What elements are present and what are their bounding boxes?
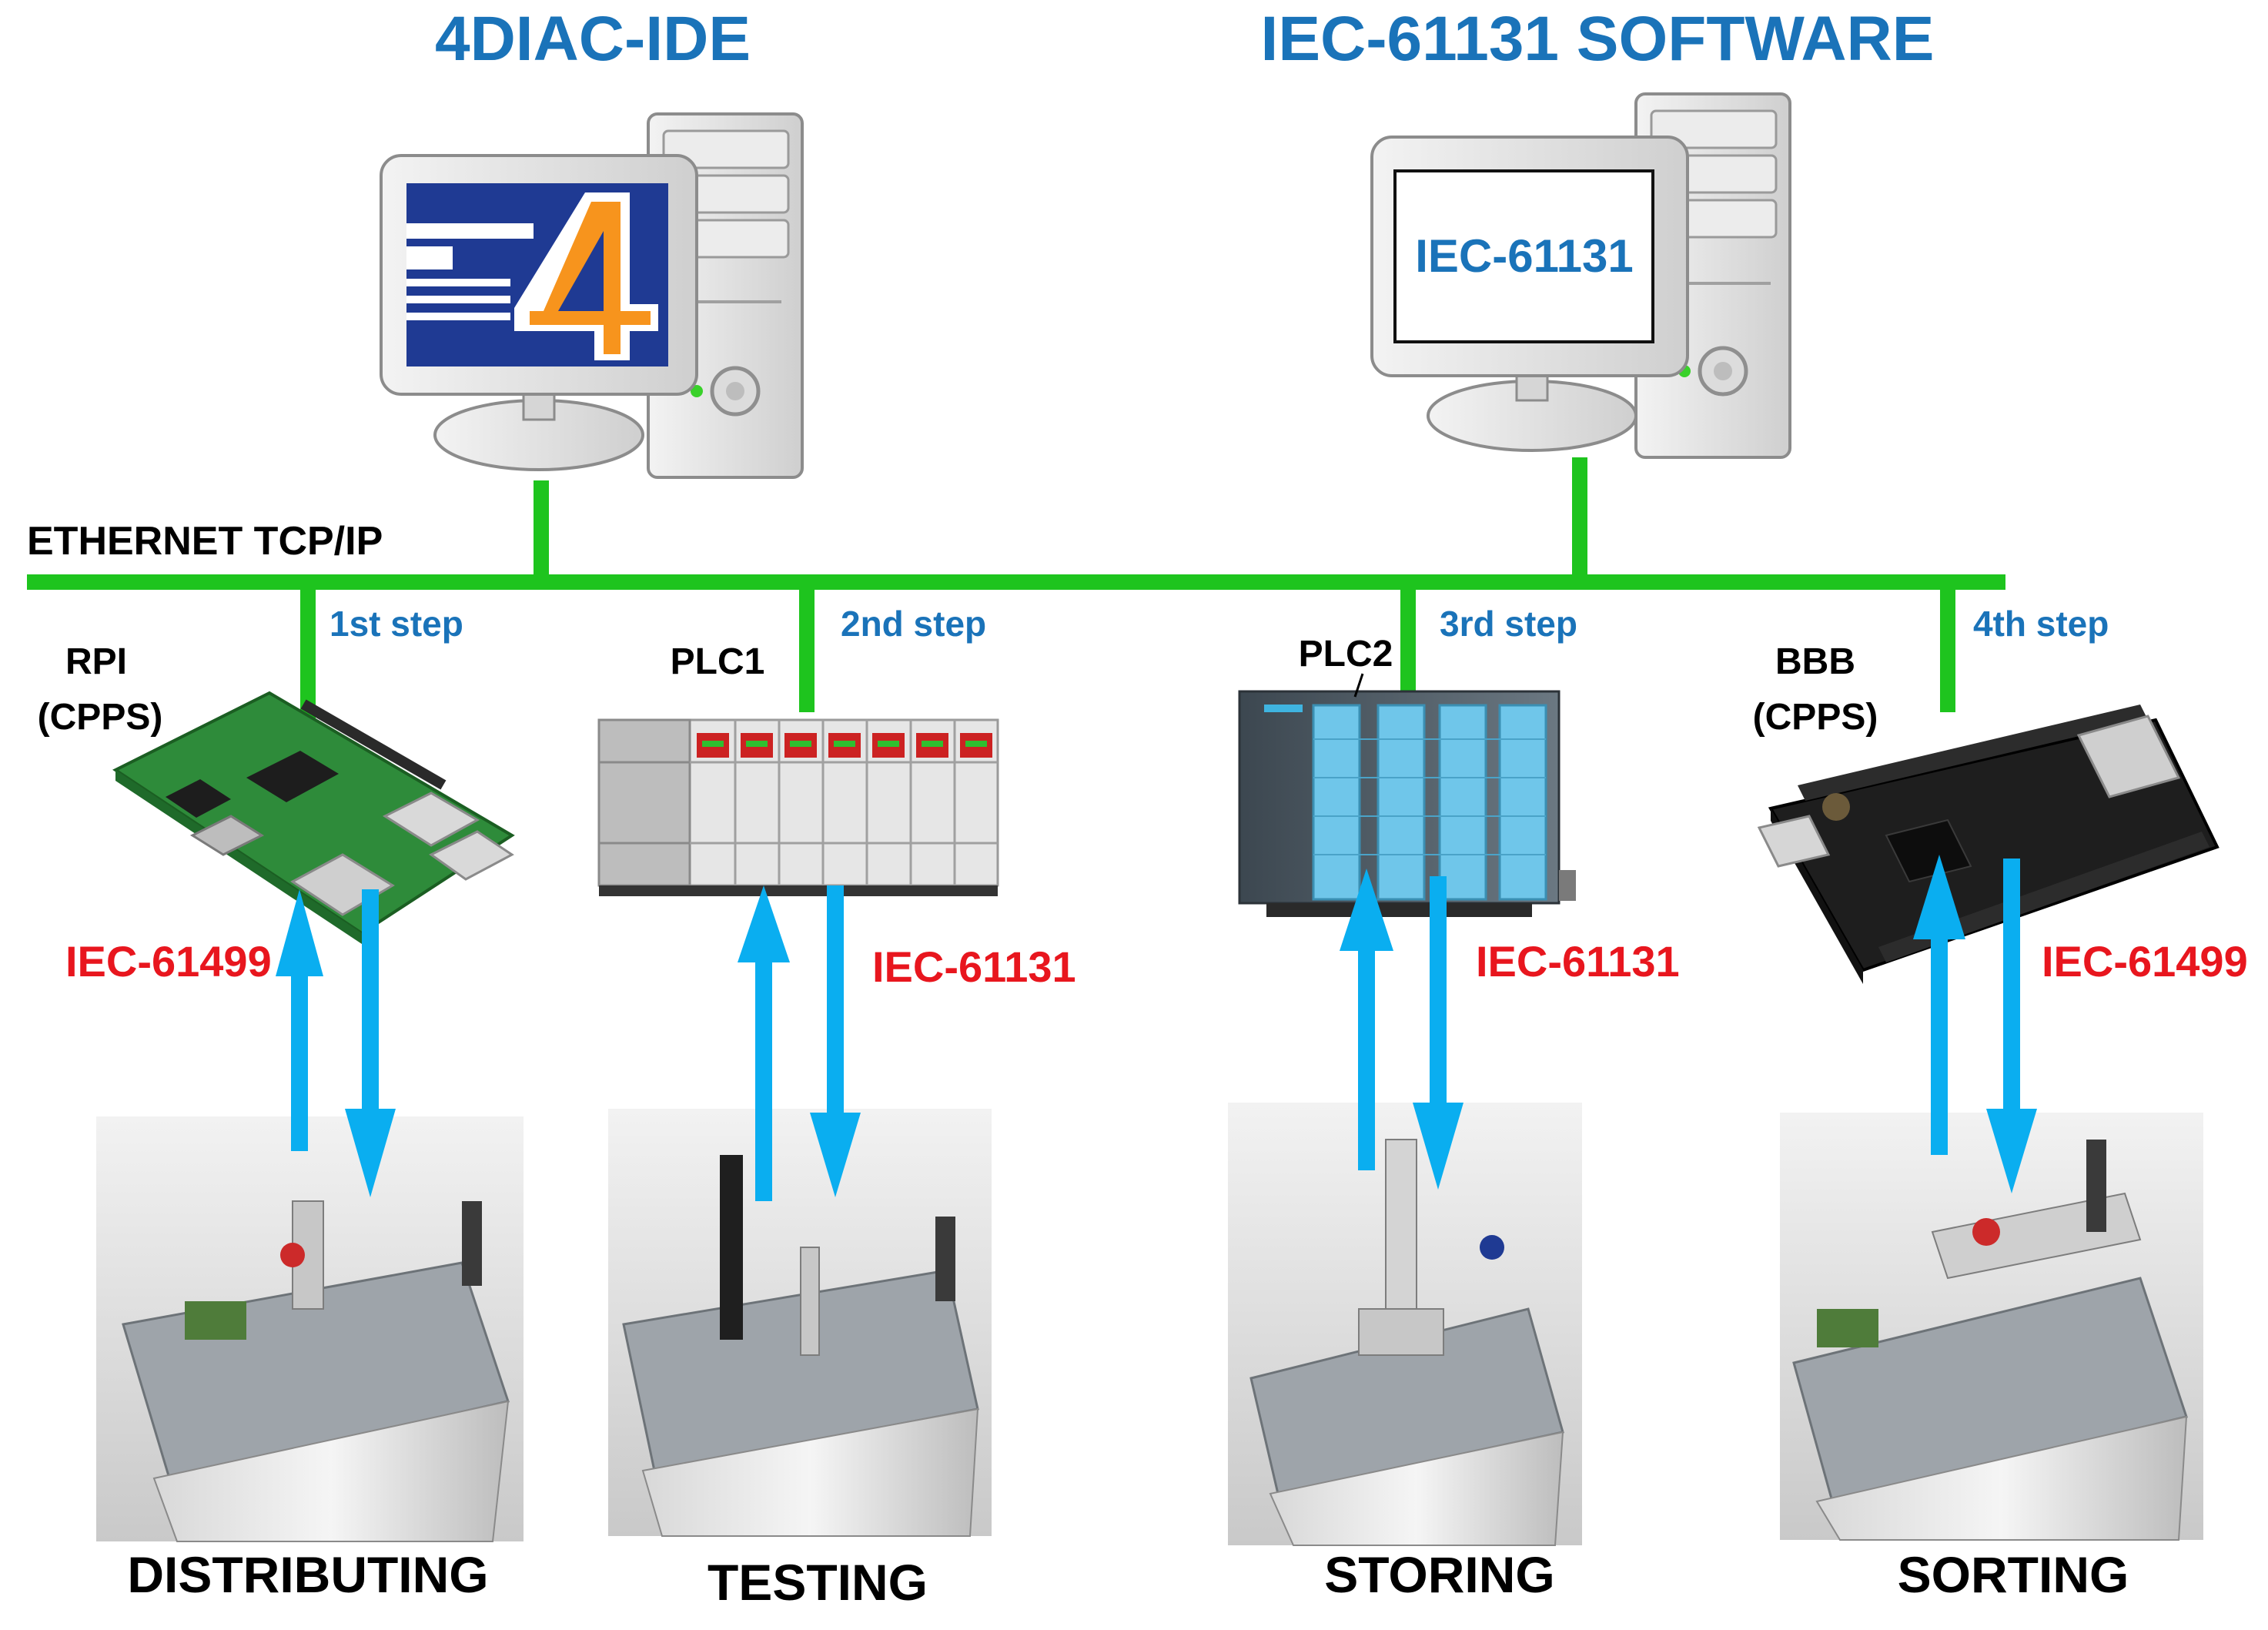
rpi-standard-label: IEC-61499 <box>65 937 272 986</box>
sorting-station-photo <box>1780 1113 2203 1541</box>
step-label-4: 4th step <box>1973 604 2109 644</box>
ide-computer <box>380 112 804 479</box>
iec-computer <box>1370 92 1791 459</box>
plc1-label: PLC1 <box>671 641 765 682</box>
step-label-2: 2nd step <box>841 604 986 644</box>
4diac-logo-icon <box>406 183 668 366</box>
plc1-status-leds <box>697 733 992 758</box>
iec-monitor-text: IEC-61131 <box>1415 230 1634 282</box>
raspberry-pi-board <box>112 691 515 944</box>
plc2-uplink-arrow <box>1340 869 1393 1170</box>
bbb-standard-label: IEC-61499 <box>2042 937 2248 986</box>
step-label-1: 1st step <box>329 604 463 644</box>
station-label-testing: TESTING <box>707 1554 928 1611</box>
rpi-label: RPI <box>65 641 127 682</box>
bbb-label: BBB <box>1775 641 1855 682</box>
station-label-sorting: SORTING <box>1898 1546 2129 1603</box>
distributing-station-photo <box>96 1116 524 1542</box>
bbb-uplink-arrow <box>1913 855 1965 1155</box>
ide-title: 4DIAC-IDE <box>435 4 751 74</box>
testing-station-photo <box>608 1109 992 1537</box>
iec-software-title: IEC-61131 SOFTWARE <box>1261 4 1935 74</box>
rpi-downlink-arrow <box>345 889 396 1197</box>
beaglebone-board <box>1757 705 2219 984</box>
rpi-uplink-arrow <box>276 889 323 1151</box>
plc2-device <box>1238 673 1576 917</box>
plc1-downlink-arrow <box>810 885 861 1197</box>
plc1-device <box>597 718 999 896</box>
plc1-uplink-arrow <box>738 885 790 1201</box>
ethernet-bus <box>27 457 2005 720</box>
step-label-3: 3rd step <box>1440 604 1577 644</box>
rpi-sublabel: (CPPS) <box>38 697 163 738</box>
bbb-downlink-arrow <box>1986 859 2037 1193</box>
network-label: ETHERNET TCP/IP <box>27 519 383 564</box>
station-label-distributing: DISTRIBUTING <box>127 1546 488 1603</box>
plc1-standard-label: IEC-61131 <box>872 942 1076 991</box>
plc2-standard-label: IEC-61131 <box>1476 937 1680 986</box>
station-label-storing: STORING <box>1324 1546 1554 1603</box>
storing-station-photo <box>1228 1103 1582 1546</box>
data-flow-arrows <box>276 855 2037 1201</box>
plc2-label: PLC2 <box>1299 634 1393 674</box>
plc2-downlink-arrow <box>1413 876 1463 1190</box>
bbb-sublabel: (CPPS) <box>1753 697 1878 738</box>
